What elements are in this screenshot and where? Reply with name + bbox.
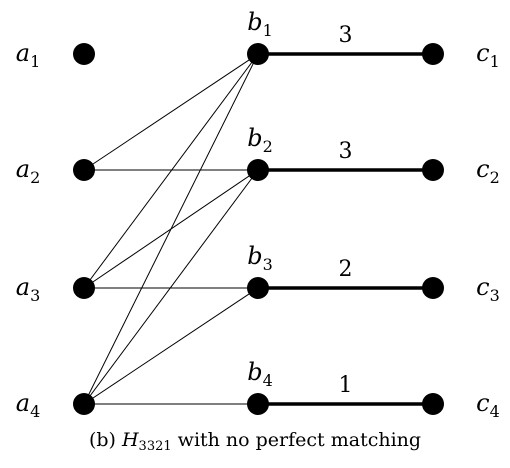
- vertex-label-a4: a4: [16, 389, 41, 421]
- vertex-a2: [73, 159, 95, 181]
- edge-weight-b2-c2: 3: [339, 139, 353, 164]
- edge-a2-b1: [83, 53, 259, 171]
- vertex-label-c2: c2: [476, 155, 500, 187]
- edge-weight-b4-c4: 1: [339, 373, 353, 398]
- vertex-label-a3: a3: [16, 273, 41, 305]
- thick-edges: [258, 52, 433, 406]
- vertex-c1: [422, 43, 444, 65]
- vertex-label-b2: b2: [247, 124, 273, 156]
- vertex-label-b4: b4: [247, 358, 273, 390]
- vertex-label-a2: a2: [16, 155, 41, 187]
- edge-a4-b3: [83, 287, 259, 405]
- vertex-a4: [73, 393, 95, 415]
- figure-caption: (b) H3321 with no perfect matching: [89, 429, 421, 454]
- weight-labels: 3 3 2 1: [339, 23, 353, 398]
- edge-a4-b1: [83, 53, 259, 405]
- vertex-c2: [422, 159, 444, 181]
- vertex-label-c1: c1: [476, 39, 500, 71]
- edge-a4-b2: [83, 169, 259, 405]
- edge-weight-b3-c3: 2: [339, 257, 353, 282]
- vertex-label-b1: b1: [247, 8, 273, 40]
- caption-subscript: 3321: [139, 439, 172, 454]
- node-labels: a1 a2 a3 a4 b1 b2 b3 b4 c1 c2 c3 c4: [16, 8, 500, 421]
- edge-weight-b1-c1: 3: [339, 23, 353, 48]
- vertex-label-c3: c3: [476, 273, 500, 305]
- vertex-a3: [73, 277, 95, 299]
- caption-suffix: with no perfect matching: [172, 429, 421, 451]
- vertex-b2: [247, 159, 269, 181]
- vertex-label-c4: c4: [476, 389, 500, 421]
- caption-prefix: (b): [89, 429, 122, 451]
- vertex-a1: [73, 43, 95, 65]
- vertex-c4: [422, 393, 444, 415]
- vertex-b1: [247, 43, 269, 65]
- vertex-label-b3: b3: [247, 242, 273, 274]
- vertex-b4: [247, 393, 269, 415]
- vertex-c3: [422, 277, 444, 299]
- thin-edges: [83, 53, 259, 405]
- vertex-b3: [247, 277, 269, 299]
- edge-a3-b1: [83, 53, 259, 289]
- vertex-label-a1: a1: [16, 39, 41, 71]
- nodes: [73, 43, 444, 415]
- caption-symbol: H: [121, 429, 139, 451]
